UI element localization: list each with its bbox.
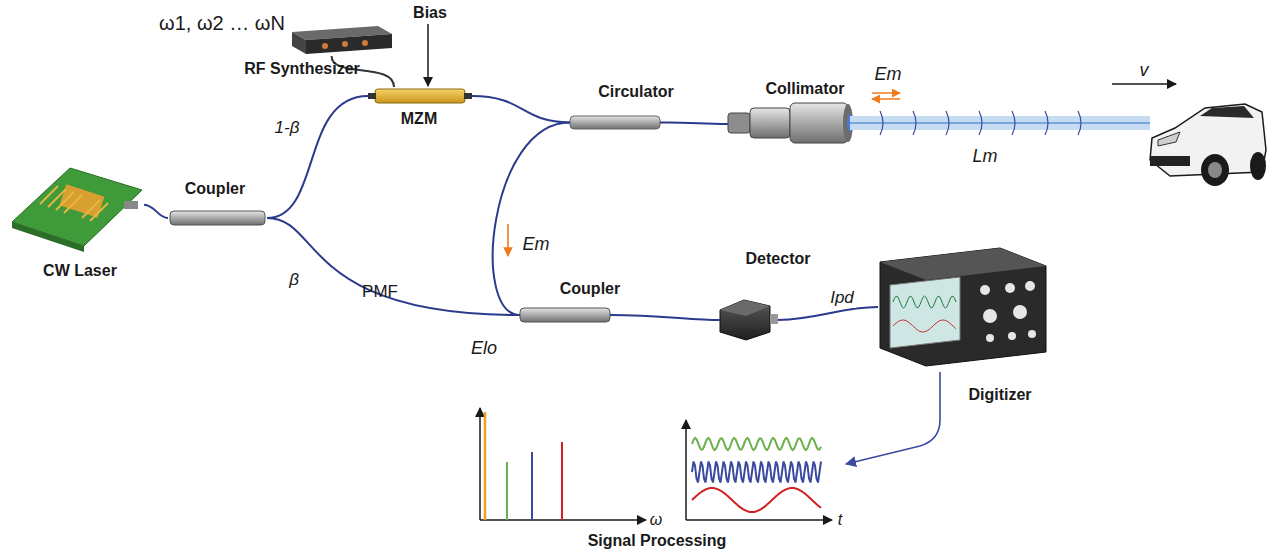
optical-fiber [267,218,520,315]
signal-label: Elo [471,338,497,359]
photodetector [720,300,778,340]
wavefront [913,111,916,135]
caption-label: Bias [413,3,447,22]
edge-label: Ipd [828,288,856,308]
field-arrow [507,224,509,256]
component-node: RF Synthesizer [290,24,394,56]
optical-fiber [493,122,570,315]
edge-label: 1-β [273,118,302,138]
component-node: Collimator [728,102,852,146]
time-plot [686,420,832,520]
collimator [728,103,853,143]
optical-fiber [472,96,570,123]
wavefront [979,111,982,135]
optical-fiber [144,205,168,218]
signal-label: ω [650,510,662,529]
modulator [368,24,472,103]
wavefront [880,111,883,135]
wavefront [1078,111,1081,135]
optical-fiber [610,315,720,320]
signal-label: Lm [972,146,997,167]
laser-beam [850,111,1150,135]
component-node: CW Laser [10,166,144,252]
flow-arrow [846,372,940,464]
signal-label: t [838,510,842,529]
component-label: Detector [746,250,811,268]
spectrum-plot [480,408,646,520]
caption-label: Signal Processing [588,531,727,550]
optical-fiber [778,307,878,320]
laser-chip [12,168,142,252]
component-label: MZM [401,110,437,128]
component-label: Digitizer [968,386,1031,404]
component-label: Collimator [765,80,844,98]
optical-fiber [660,122,728,124]
component-node: Detector [720,300,778,340]
wavefront [1045,111,1048,135]
component-node: Digitizer [878,247,1046,367]
circulator [570,116,660,129]
component-label: CW Laser [43,262,117,280]
signal-label: Em [875,64,902,85]
component-label: Circulator [598,83,674,101]
component-label: Coupler [560,280,620,298]
edge-label: β [287,270,301,290]
velocity-arrow [1112,83,1176,85]
field-arrow [872,93,900,99]
component-node: Coupler [168,209,267,227]
signal-label: ω1, ω2 … ωN [159,12,285,35]
signal-label: Em [523,234,550,255]
fiber-coupler [170,211,265,225]
oscilloscope [880,248,1046,366]
signal-label: PMF [362,282,398,302]
wavefront [1012,111,1015,135]
optical-fiber [267,96,368,218]
fiber-coupler [520,308,610,322]
component-node: Circulator [570,114,660,131]
rf-synthesizer [292,26,392,54]
component-label: Coupler [185,180,245,198]
component-node: MZM [368,87,472,105]
component-node: Coupler [520,306,610,324]
signal-label: v [1140,60,1149,81]
car-target [1150,104,1266,186]
component-label: RF Synthesizer [244,60,360,78]
wavefront [946,111,949,135]
